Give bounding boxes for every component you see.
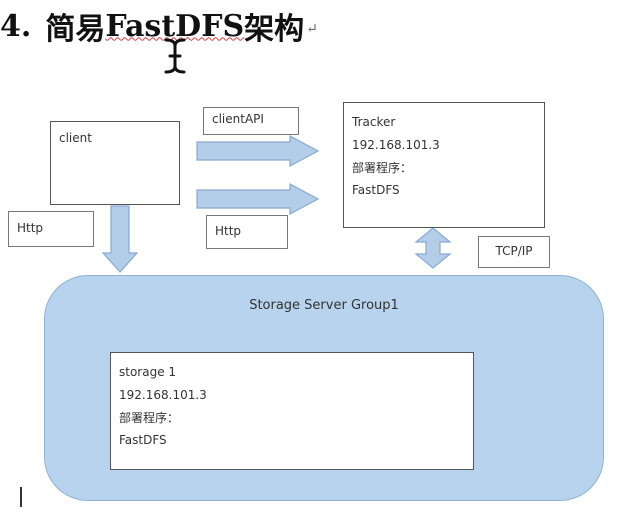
page-heading: 4. 简易 FastDFS 架构 ↵ [0, 6, 318, 48]
storage-deploy-label: 部署程序： [119, 410, 180, 425]
http-arrow-horizontal [196, 182, 320, 216]
storage-program: FastDFS [119, 433, 167, 448]
storage-ip: 192.168.101.3 [119, 387, 207, 402]
heading-suffix: 架构 [244, 12, 305, 47]
storage-box: storage 1 192.168.101.3 部署程序： FastDFS [110, 352, 474, 470]
storage-group-title: Storage Server Group1 [249, 298, 399, 313]
client-api-arrow [196, 134, 320, 168]
heading-prefix: 简易 [45, 12, 106, 47]
tracker-box: Tracker 192.168.101.3 部署程序： FastDFS [343, 102, 545, 228]
tracker-program: FastDFS [352, 183, 400, 198]
tcpip-label: TCP/IP [478, 236, 550, 268]
tracker-deploy-label: 部署程序： [352, 160, 413, 175]
tcpip-arrow [414, 227, 452, 269]
return-mark-icon: ↵ [306, 21, 318, 37]
client-box: client [50, 121, 180, 205]
http-label-mid: Http [206, 215, 288, 249]
storage-name: storage 1 [119, 365, 177, 379]
text-caret [20, 487, 22, 507]
http-label-left: Http [8, 211, 94, 247]
heading-latin: FastDFS [105, 8, 245, 44]
client-api-text: clientAPI [212, 112, 264, 126]
tcpip-text: TCP/IP [495, 244, 533, 258]
client-api-label: clientAPI [203, 107, 299, 135]
tracker-name: Tracker [352, 115, 396, 129]
http-text-mid: Http [215, 224, 242, 238]
i-beam-cursor-icon [164, 38, 186, 74]
heading-number: 4. [0, 8, 32, 44]
http-arrow-down [101, 205, 139, 273]
tracker-ip: 192.168.101.3 [352, 137, 440, 152]
client-label: client [59, 131, 92, 145]
http-text-left: Http [17, 221, 44, 235]
